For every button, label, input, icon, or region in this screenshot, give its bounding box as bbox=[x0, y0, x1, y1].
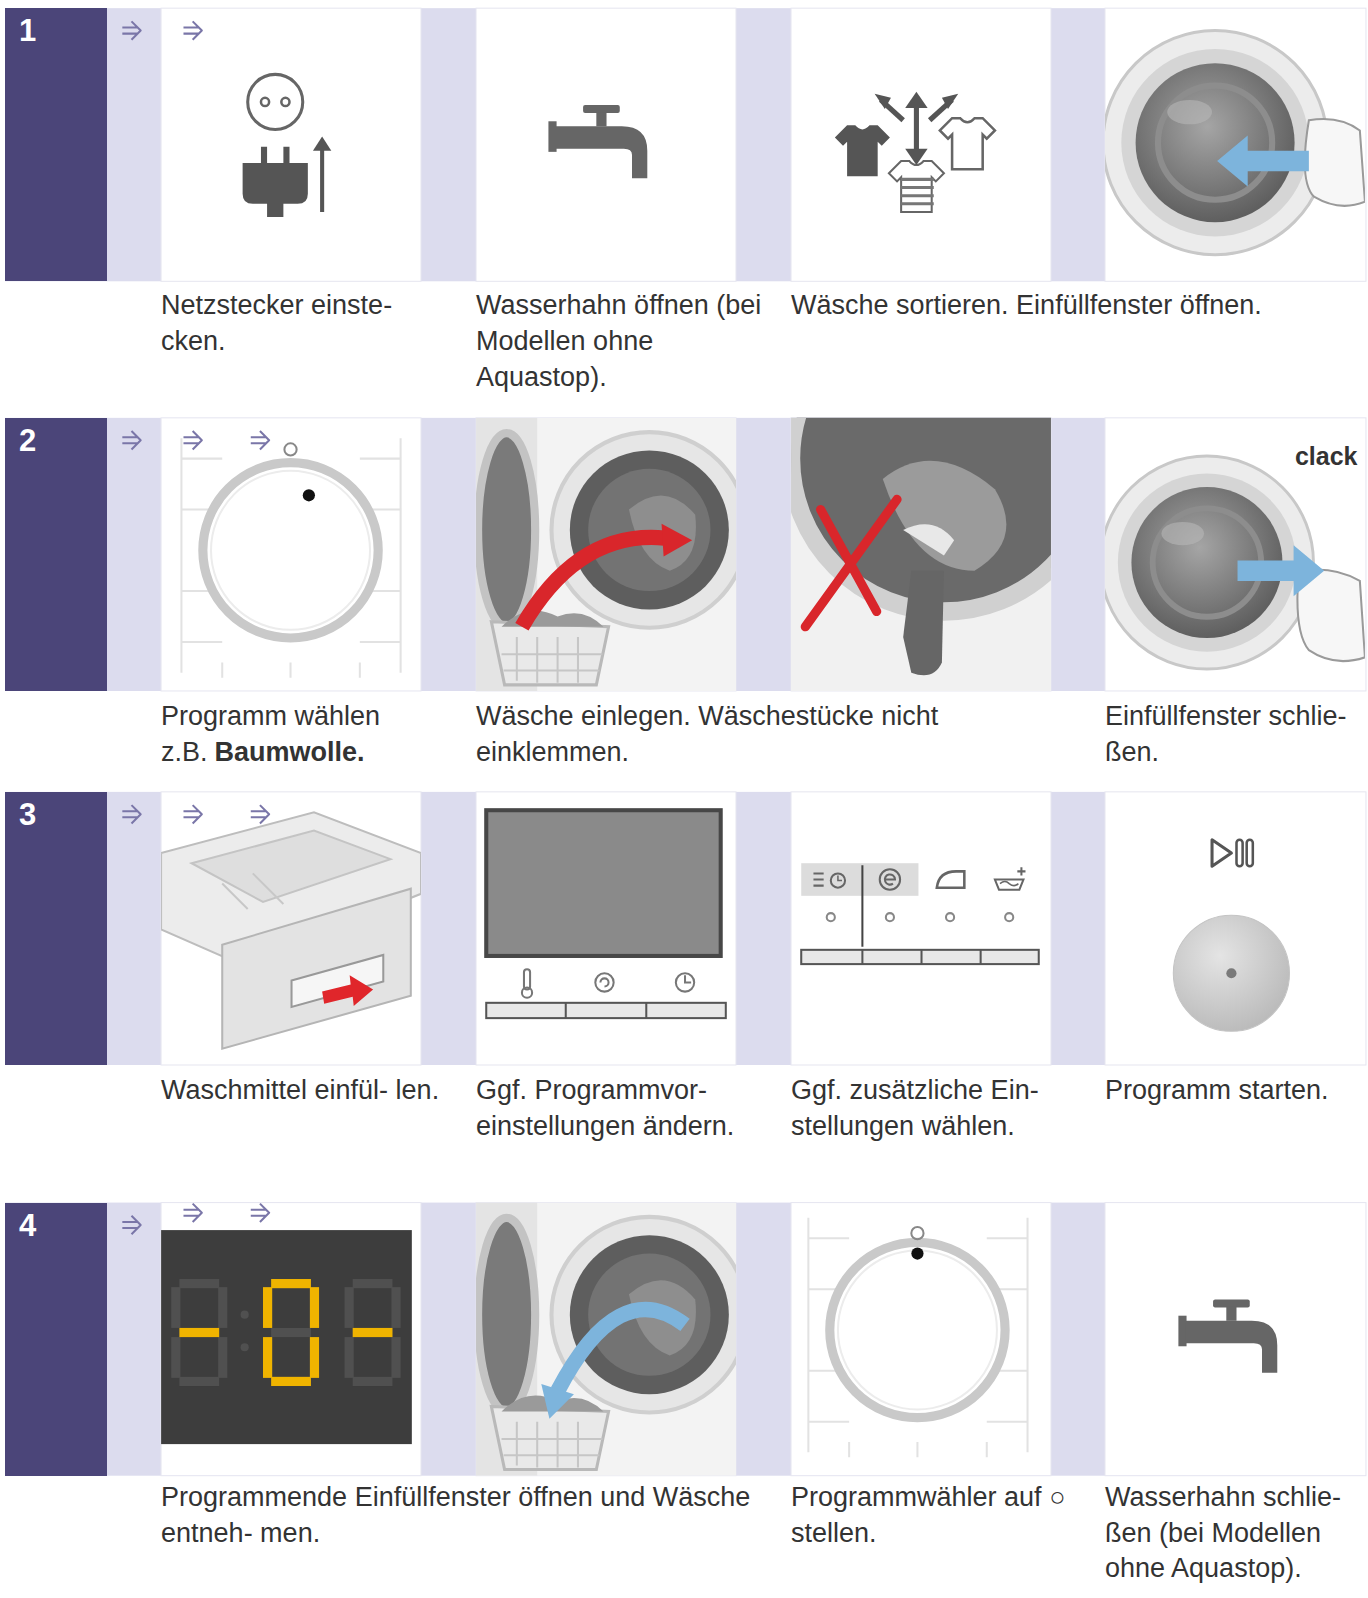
caption: Programm starten. bbox=[1105, 1075, 1329, 1105]
step-number: 2 bbox=[5, 418, 107, 458]
caption: Waschmittel einfül- len. bbox=[161, 1075, 439, 1105]
step-number: 1 bbox=[5, 8, 107, 48]
step-number: 4 bbox=[5, 1203, 107, 1243]
step-band: 4 bbox=[5, 1203, 107, 1476]
caption-block: Ggf. Programmvor- einstellungen ändern. bbox=[476, 1073, 772, 1144]
caption: Wasserhahn öffnen (bei Modellen ohne Aqu… bbox=[476, 290, 761, 391]
caption: Ggf. Programmvor- einstellungen ändern. bbox=[476, 1075, 734, 1141]
caption-block: Programm wählen z.B.Baumwolle. bbox=[161, 699, 424, 770]
caption: Wäsche einlegen. Wäschestücke nicht eink… bbox=[476, 701, 938, 767]
caption-block: Ggf. zusätzliche Ein- stellungen wählen. bbox=[791, 1073, 1087, 1144]
caption: Wäsche sortieren. Einfüllfenster öffnen. bbox=[791, 290, 1262, 320]
caption-block: Wasserhahn schlie- ßen (bei Modellen ohn… bbox=[1105, 1480, 1362, 1587]
caption-block: Wäsche sortieren. Einfüllfenster öffnen. bbox=[791, 288, 1364, 324]
caption: Ggf. zusätzliche Ein- stellungen wählen. bbox=[791, 1075, 1039, 1141]
caption-block: Netzstecker einste- cken. bbox=[161, 288, 457, 359]
step-band: 3 bbox=[5, 792, 107, 1065]
caption: Einfüllfenster schlie- ßen. bbox=[1105, 701, 1347, 767]
caption-block: Einfüllfenster schlie- ßen. bbox=[1105, 699, 1362, 770]
caption: Wasserhahn schlie- ßen (bei Modellen ohn… bbox=[1105, 1482, 1341, 1583]
caption-block: Waschmittel einfül- len. bbox=[161, 1073, 457, 1109]
caption-block: Programmwähler auf ○ stellen. bbox=[791, 1480, 1087, 1551]
sound-word: clack bbox=[1295, 442, 1358, 470]
caption: Programmende Einfüllfenster öffnen und W… bbox=[161, 1482, 750, 1548]
caption-block: Wasserhahn öffnen (bei Modellen ohne Aqu… bbox=[476, 288, 772, 395]
caption: Baumwolle. bbox=[215, 737, 365, 767]
step-number: 3 bbox=[5, 792, 107, 832]
caption-block: Programm starten. bbox=[1105, 1073, 1362, 1109]
caption: Programmwähler auf ○ stellen. bbox=[791, 1482, 1065, 1548]
caption-block: clack bbox=[1286, 440, 1366, 473]
caption-block: Wäsche einlegen. Wäschestücke nicht eink… bbox=[476, 699, 986, 770]
caption-block: Programmende Einfüllfenster öffnen und W… bbox=[161, 1480, 762, 1551]
caption: Netzstecker einste- cken. bbox=[161, 290, 392, 356]
step-band: 2 bbox=[5, 418, 107, 691]
step-band: 1 bbox=[5, 8, 107, 281]
